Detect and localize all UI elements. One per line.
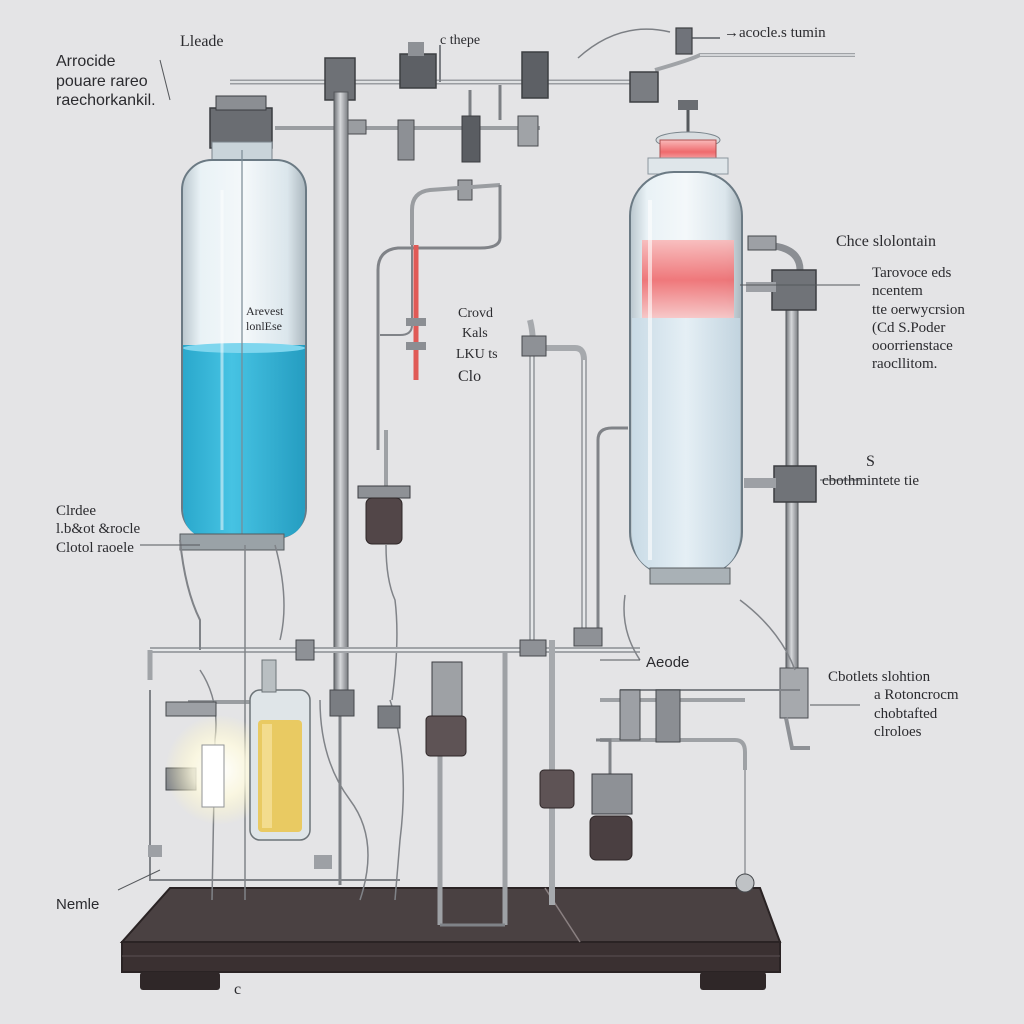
label-tank-inner: Arevest lonlEse — [246, 304, 283, 333]
label-top-left: Arrocide pouare rareo raechorkankil. — [56, 52, 156, 111]
label-top-right: →acocle.s tumin — [724, 25, 826, 41]
label-center-line-3: LKU ts — [456, 346, 498, 362]
label-anode-right: Aeode — [646, 654, 690, 671]
label-top-left-line-1: Arrocide — [56, 53, 116, 70]
filter-canisters — [357, 485, 633, 861]
label-right-1-line-1: Tarovoce eds — [872, 265, 952, 281]
label-right-3: Cbotlets slohtion a Rotoncrocm chobtafte… — [828, 668, 959, 741]
label-left-mid-line-2: l.b&ot &rocle — [56, 521, 141, 538]
red-indicator-tube — [406, 245, 426, 380]
left-support-pole — [333, 91, 349, 703]
label-right-1-line-2: ncentem — [872, 283, 923, 300]
label-right-1-line-6: raocllitom. — [872, 356, 938, 373]
label-left-mid-line-1: Clrdee — [56, 503, 96, 519]
top-valves — [324, 27, 693, 201]
label-center-small: Crovd Kals LKU ts Clo — [436, 304, 498, 388]
label-right-1-line-3: tte oerwycrsion — [872, 301, 965, 318]
label-right-1-line-5: ooorrienstace — [872, 338, 953, 355]
label-right-1-line-4: (Cd S.Poder — [872, 319, 946, 336]
label-top-left-tag: Lleade — [180, 33, 224, 50]
yellow-flask — [165, 659, 311, 841]
label-right-3-line-2: a Rotoncrocm — [874, 687, 959, 704]
label-top-left-line-2: pouare rareo — [56, 72, 148, 90]
label-right-2-num: S — [866, 453, 875, 470]
label-right-3-line-4: clroloes — [874, 723, 922, 740]
label-right-3-line-1: Cbotlets slohtion — [828, 669, 931, 685]
label-left-mid-line-3: Clotol raoele — [56, 539, 134, 556]
label-tank-inner-line-1: Arevest — [246, 304, 284, 318]
label-right-2-body: cbothmintete tie — [822, 473, 920, 489]
label-bottom-center: c — [234, 981, 242, 998]
label-center-line-2: Kals — [462, 326, 488, 342]
label-bottom-left: Nemle — [56, 896, 100, 913]
label-center-line-4: Clo — [458, 367, 482, 385]
label-top-left-line-3: raechorkankil. — [56, 92, 156, 110]
label-top-center: c thepe — [440, 33, 481, 48]
leader-lines — [117, 59, 860, 891]
label-tank-inner-line-2: lonlEse — [246, 318, 282, 333]
label-left-mid: Clrdee l.b&ot &rocle Clotol raoele — [56, 502, 140, 557]
base-platform — [119, 887, 782, 990]
left-tank — [179, 95, 307, 551]
label-right-1-title: Chce slolontain — [836, 233, 936, 250]
label-right-1-body: Tarovoce eds ncentem tte oerwycrsion (Cd… — [872, 264, 965, 374]
right-vertical-pipe — [744, 235, 817, 750]
label-center-line-1: Crovd — [458, 306, 493, 321]
right-tank — [629, 100, 743, 585]
label-right-3-line-3: chobtafted — [874, 705, 938, 722]
